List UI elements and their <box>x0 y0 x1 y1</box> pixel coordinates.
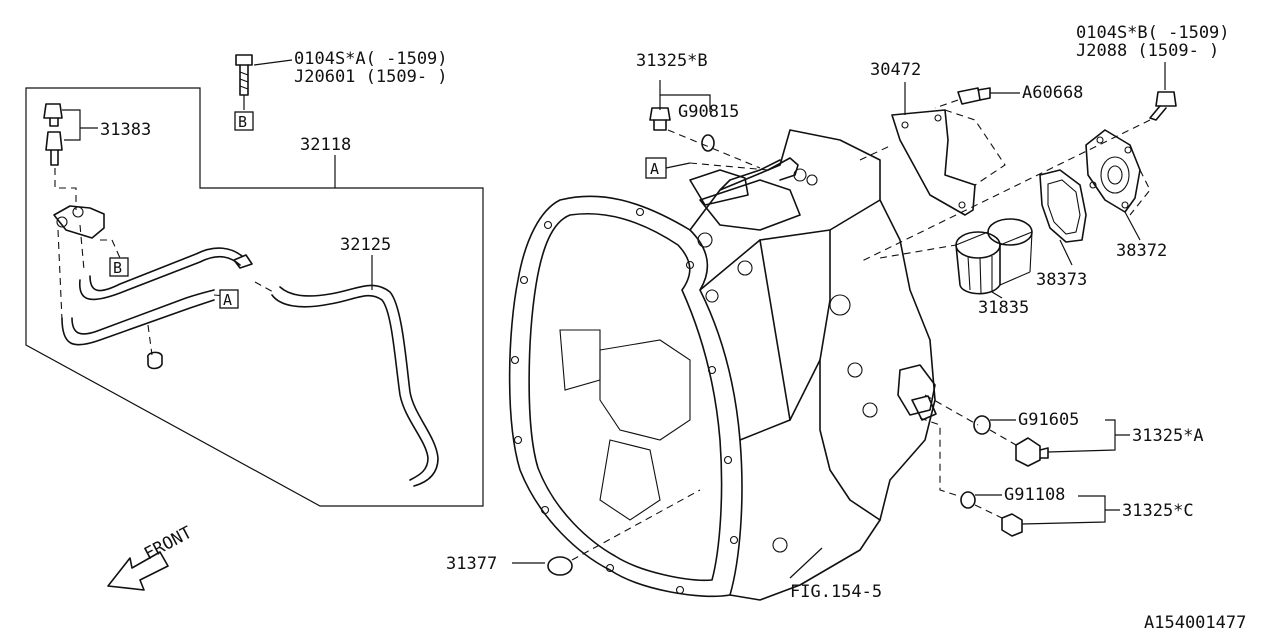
part-number-31325a: 31325*A <box>1132 426 1204 446</box>
leader-bolt-a <box>253 59 293 66</box>
part-number-g91108: G91108 <box>1004 485 1065 505</box>
bolt-a60668 <box>957 87 991 105</box>
plug-31325a <box>1015 437 1049 467</box>
svg-text:B: B <box>113 259 122 277</box>
front-arrow-icon <box>107 551 169 591</box>
svg-text:B: B <box>238 113 247 131</box>
svg-text:A: A <box>223 291 232 309</box>
ref-box-a-case: A <box>645 157 667 179</box>
part-number-31325b: 31325*B <box>636 51 708 71</box>
part-number-31835: 31835 <box>978 298 1029 318</box>
part-number-g90815: G90815 <box>678 102 739 122</box>
part-number-30472: 30472 <box>870 60 921 80</box>
fitting-31383-upper <box>43 103 63 127</box>
front-label: FRONT <box>141 523 196 565</box>
part-number-31377: 31377 <box>446 554 497 574</box>
leader-31383 <box>62 109 98 141</box>
part-number-bolt-a: 0104S*A( -1509) <box>294 49 448 69</box>
part-number-bolt-a-alt: J20601 (1509- ) <box>294 67 448 87</box>
part-number-bolt-b: 0104S*B( -1509) <box>1076 23 1230 43</box>
part-number-32118: 32118 <box>300 135 351 155</box>
group-frame-32118 <box>25 87 484 507</box>
o-ring-31377 <box>547 556 573 576</box>
leader-31325b <box>659 80 711 112</box>
svg-text:A: A <box>650 160 659 178</box>
gasket-g91108 <box>960 491 976 509</box>
filter-cover-38372 <box>1085 129 1141 213</box>
plug-31325c <box>1001 513 1023 537</box>
bolt-0104s-a <box>235 54 253 110</box>
part-number-a60668: A60668 <box>1022 83 1083 103</box>
bolt-0104s-b <box>1149 91 1177 121</box>
part-number-38372: 38372 <box>1116 241 1167 261</box>
gasket-g91605 <box>973 415 991 435</box>
part-number-38373: 38373 <box>1036 270 1087 290</box>
hose-bracket <box>53 205 105 239</box>
diagram-id: A154001477 <box>1144 613 1246 633</box>
ref-box-b-left: B <box>109 257 129 277</box>
part-number-bolt-b-alt: J2088 (1509- ) <box>1076 41 1219 61</box>
filter-element-31835 <box>955 218 1033 295</box>
part-number-31383: 31383 <box>100 120 151 140</box>
ref-box-a-left: A <box>219 289 239 309</box>
part-number-32125: 32125 <box>340 235 391 255</box>
gasket-g90815 <box>701 134 715 152</box>
hose-clip <box>147 351 163 370</box>
transmission-case <box>508 129 937 601</box>
plug-31325b <box>649 107 671 131</box>
hose-32125 <box>271 284 439 487</box>
breather-hose-upper <box>78 247 253 301</box>
gasket-38373 <box>1039 169 1087 243</box>
fitting-31383-lower <box>45 131 63 166</box>
ref-box-b-top: B <box>234 111 254 131</box>
figure-reference: FIG.154-5 <box>790 582 882 602</box>
part-number-g91605: G91605 <box>1018 410 1079 430</box>
cover-plate-30472 <box>891 109 976 216</box>
part-number-31325c: 31325*C <box>1122 501 1194 521</box>
